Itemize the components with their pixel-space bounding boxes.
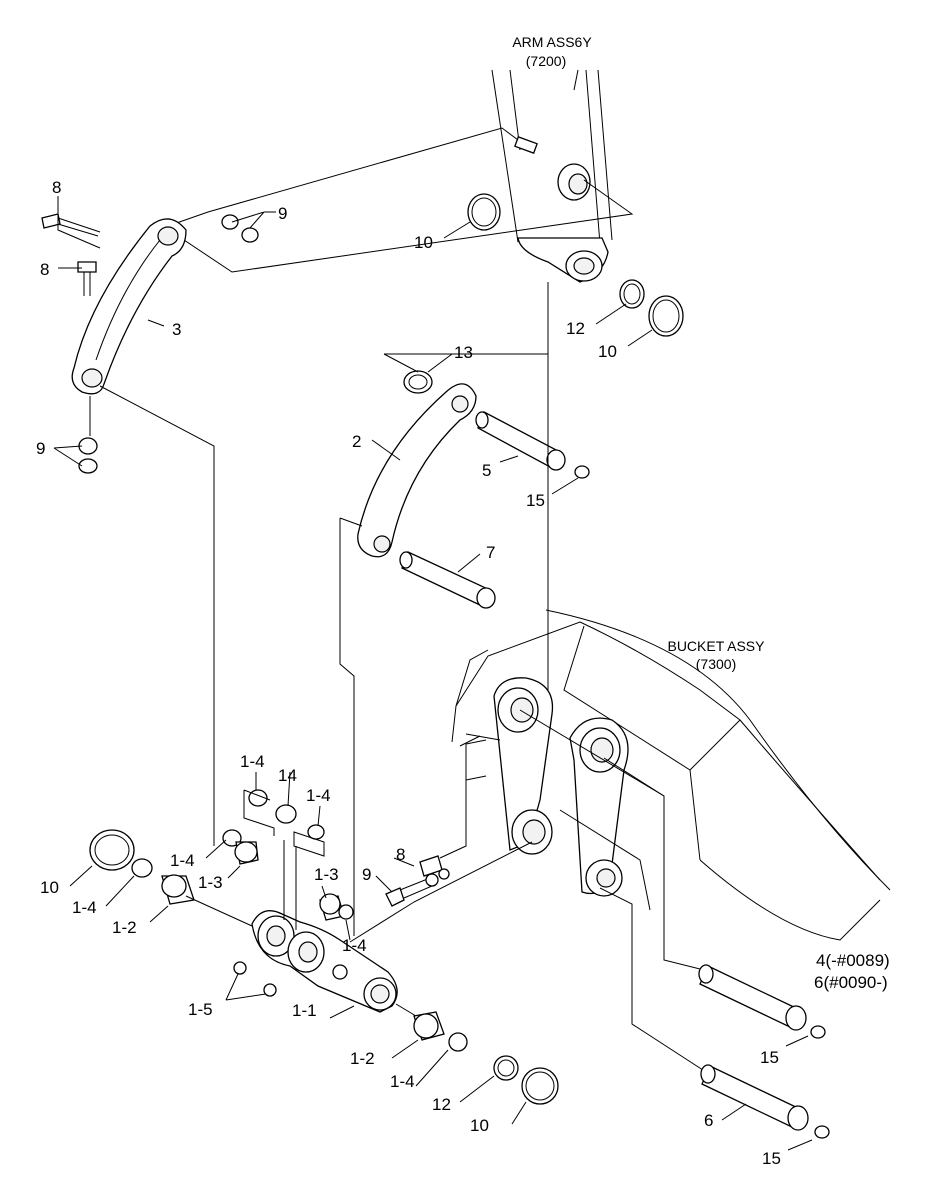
callout-10-arm-right: 10 [598,342,617,361]
callout-1-4-e: 1-4 [342,936,367,955]
callout-1-4-c: 1-4 [170,851,195,870]
callout-12-arm: 12 [566,319,585,338]
callout-15-c: 15 [762,1149,781,1168]
arm-assembly-code: (7200) [526,53,566,69]
callout-12-bottom: 12 [432,1095,451,1114]
pin-part-4-6 [698,964,830,1139]
callout-1-2-a: 1-2 [112,918,137,937]
callout-10-left: 10 [40,878,59,897]
callout-9-left: 9 [36,439,45,458]
callout-8-top: 8 [52,178,61,197]
callout-10-arm: 10 [414,233,433,252]
callout-1-4-a: 1-4 [240,752,265,771]
callout-1-4-d: 1-4 [72,898,97,917]
callout-1-3-a: 1-3 [198,873,223,892]
part-callouts: 8 9 8 3 9 10 12 10 13 2 5 15 7 1-4 14 1-… [36,178,890,1168]
callout-1-5: 1-5 [188,1000,213,1019]
bucket-assembly-code: (7300) [696,656,736,672]
bracket-assembly-1 [89,789,559,1105]
callout-13: 13 [454,343,473,362]
callout-1-4-b: 1-4 [306,786,331,805]
callout-1-3-b: 1-3 [314,865,339,884]
callout-14: 14 [278,766,297,785]
callout-6: 6 [704,1111,713,1130]
callout-8-bottom: 8 [396,845,405,864]
leader-lines [53,196,813,1151]
callout-7: 7 [486,543,495,562]
callout-8-mid: 8 [40,260,49,279]
arm-rings [467,193,684,337]
callout-2: 2 [352,432,361,451]
link-part-3 [41,213,259,836]
callout-6-serial: 6(#0090-) [814,973,888,992]
arm-assembly [167,69,634,428]
callout-9-bottom: 9 [362,865,371,884]
callout-4: 4(-#0089) [816,951,890,970]
assembly-titles: ARM ASS6Y (7200) BUCKET ASSY (7300) [512,34,765,672]
callout-3: 3 [172,320,181,339]
callout-1-4-f: 1-4 [390,1072,415,1091]
link-part-2 [339,353,590,928]
callout-5: 5 [482,461,491,480]
callout-15-b: 15 [760,1048,779,1067]
callout-10-bottom: 10 [470,1116,489,1135]
callout-15-a: 15 [526,491,545,510]
callout-1-1: 1-1 [292,1001,317,1020]
arm-assembly-name: ARM ASS6Y [512,34,592,50]
bolt-nut-bucket [385,855,450,907]
bucket-assembly-name: BUCKET ASSY [667,638,765,654]
callout-9-top: 9 [278,204,287,223]
callout-1-2-b: 1-2 [350,1049,375,1068]
bucket-assembly [349,609,891,1073]
